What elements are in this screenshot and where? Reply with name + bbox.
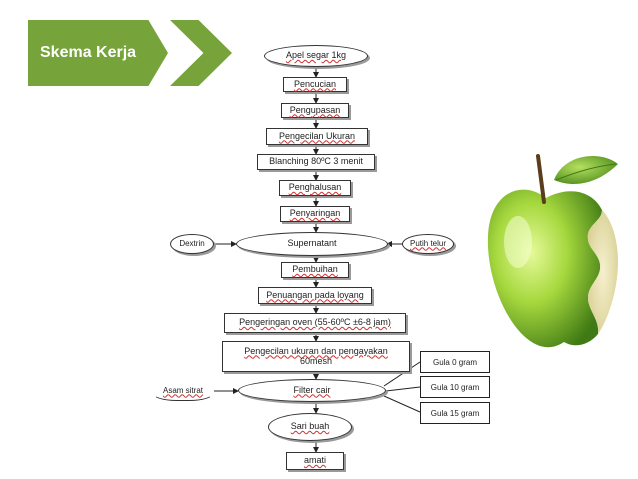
gula-box-15: Gula 15 gram <box>420 402 490 424</box>
sari-buah-node: Sari buah <box>268 413 352 441</box>
step-penyaringan: Penyaringan <box>280 206 350 222</box>
putih-telur-node: Putih telur <box>402 234 454 254</box>
step-blanching: Blanching 80ºC 3 menit <box>257 154 375 170</box>
title-banner <box>28 20 168 86</box>
dextrin-node: Dextrin <box>170 234 214 254</box>
step-pengeringan: Pengeringan oven (55-60ºC ±6-8 jam) <box>224 313 406 333</box>
step-label-line2: 60mesh <box>299 355 333 366</box>
step-pengupasan: Pengupasan <box>281 103 349 118</box>
putih-telur-label: Putih telur <box>409 238 447 248</box>
step-label: Pengupasan <box>289 104 341 115</box>
supernatant-label: Supernatant <box>287 238 337 249</box>
step-amati: amati <box>286 452 344 470</box>
asam-sitrat-label: Asam sitrat <box>162 385 203 395</box>
step-label: amati <box>303 455 326 466</box>
step-label: Pengeringan oven (55-60ºC ±6-8 jam) <box>239 317 391 328</box>
step-label: Pembuihan <box>292 264 338 275</box>
step-pengecilan-ukuran: Pengecilan Ukuran <box>266 128 368 145</box>
step-label: Pencucian <box>293 78 337 89</box>
dextrin-label: Dextrin <box>179 238 205 248</box>
step-pencucian: Pencucian <box>283 77 347 92</box>
filter-node: Filter cair <box>238 379 386 402</box>
bitten-green-apple-icon <box>487 154 618 348</box>
step-penuangan: Penuangan pada loyang <box>258 287 372 304</box>
step-pengecilan-pengayakan: Pengecilan ukuran dan pengayakan 60mesh <box>222 341 410 372</box>
chevron-arrow-icon <box>170 20 232 86</box>
start-node: Apel segar 1kg <box>264 45 368 67</box>
sari-buah-label: Sari buah <box>290 421 330 432</box>
step-label: Penyaringan <box>289 208 341 219</box>
gula-box-0: Gula 0 gram <box>420 351 490 373</box>
step-label: Penuangan pada loyang <box>266 289 364 300</box>
gula-box-10: Gula 10 gram <box>420 376 490 398</box>
step-pembuihan: Pembuihan <box>281 262 349 278</box>
supernatant-node: Supernatant <box>236 232 388 256</box>
filter-label: Filter cair <box>293 384 331 395</box>
step-penghalusan: Penghalusan <box>279 180 351 196</box>
slide-title: Skema Kerja <box>40 44 137 61</box>
start-label: Apel segar 1kg <box>285 50 347 61</box>
step-label-line1: Pengecilan ukuran dan pengayakan <box>244 345 388 356</box>
step-label: Blanching 80ºC 3 menit <box>269 156 363 167</box>
step-label: Penghalusan <box>288 182 342 193</box>
asam-sitrat-node: Asam sitrat <box>152 381 214 401</box>
step-label: Pengecilan Ukuran <box>278 130 356 141</box>
